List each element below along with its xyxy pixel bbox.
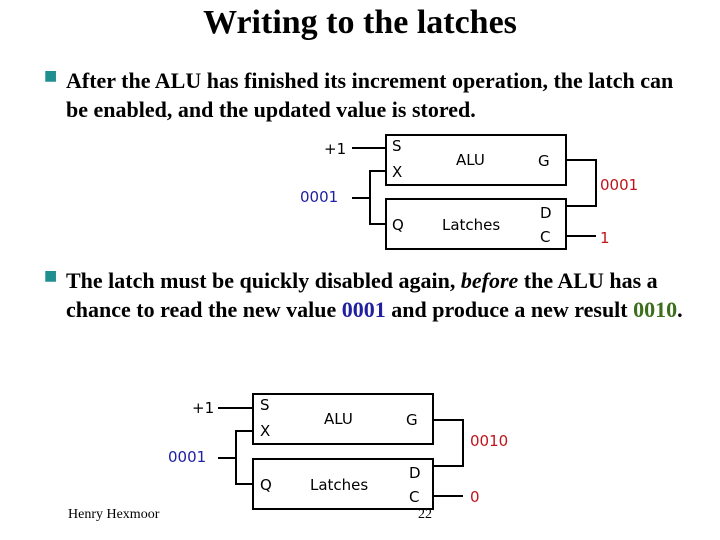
g-output-wire (566, 159, 597, 182)
footer-author: Henry Hexmoor (68, 507, 160, 522)
alu-g-label: G (406, 411, 418, 429)
c-input-value: 0 (470, 488, 480, 506)
g-output-wire (433, 419, 464, 442)
bullet-1: ■ After the ALU has finished its increme… (44, 66, 694, 124)
alu-s-label: S (392, 137, 402, 155)
bullet-2-part2: the ALU has a chance to read the new val… (66, 268, 658, 322)
bullet-2-emphasis: before (460, 268, 519, 293)
bullet-1-text: After the ALU has finished its increment… (66, 68, 674, 122)
alu-x-label: X (260, 422, 270, 440)
x-feedback-wire (218, 430, 253, 459)
latch-d-label: D (409, 464, 421, 482)
bullet-2: ■ The latch must be quickly disabled aga… (44, 266, 694, 324)
q-wire (352, 197, 386, 225)
latch-c-label: C (540, 228, 550, 246)
latch-q-label: Q (260, 476, 272, 494)
latch-q-label: Q (392, 216, 404, 234)
diagram-1: +1 S X ALU G 0001 0001 Q Latches D C 1 (300, 134, 638, 250)
result-value-text: 0010 (633, 297, 678, 322)
bullet-2-part4: . (677, 297, 683, 322)
bullet-marker-icon: ■ (44, 268, 58, 284)
q-wire (218, 457, 253, 485)
g-output-value: 0001 (600, 176, 638, 194)
slide-title: Writing to the latches (203, 4, 517, 41)
g-output-value: 0010 (470, 432, 508, 450)
alu-g-label: G (538, 152, 550, 170)
latch-d-label: D (540, 204, 552, 222)
c-input-value: 1 (600, 229, 610, 247)
latch-label: Latches (310, 476, 368, 494)
plus-one-label: +1 (324, 140, 346, 158)
alu-label: ALU (324, 410, 353, 428)
new-value-text: 0001 (341, 297, 386, 322)
diagram-2: +1 S X ALU G 0010 0001 Q Latches D C 0 (168, 393, 508, 510)
plus-one-label: +1 (192, 399, 214, 417)
x-feedback-wire (352, 170, 386, 199)
latch-c-label: C (409, 488, 419, 506)
alu-s-label: S (260, 396, 270, 414)
latch-input-value: 0001 (168, 448, 206, 466)
d-input-wire (433, 442, 464, 467)
page-number: 22 (418, 507, 432, 522)
alu-label: ALU (456, 151, 485, 169)
bullet-marker-icon: ■ (44, 68, 58, 84)
latch-label: Latches (442, 216, 500, 234)
bullet-2-text: The latch must be quickly disabled again… (66, 266, 694, 324)
bullet-2-part1: The latch must be quickly disabled again… (66, 268, 461, 293)
latch-input-value: 0001 (300, 188, 338, 206)
alu-x-label: X (392, 163, 402, 181)
bullet-2-part3: and produce a new result (385, 297, 634, 322)
d-input-wire (566, 182, 597, 207)
